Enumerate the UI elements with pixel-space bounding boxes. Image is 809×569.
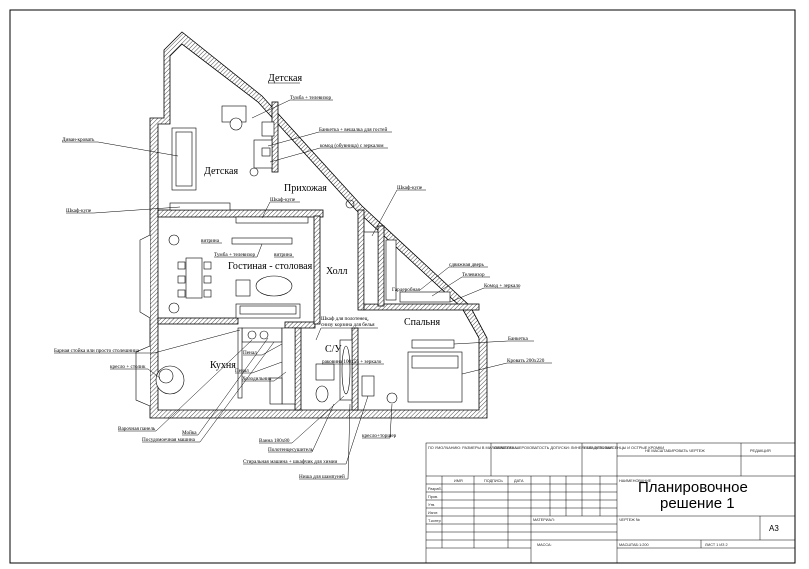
note-shkaf-kupe-center: Шкаф-купе	[270, 196, 296, 203]
bay-window-kitchen	[135, 345, 151, 407]
note-vitrina-left: витрина	[201, 238, 220, 244]
note-komod: комод (обувница) с зеркалом	[320, 142, 384, 149]
tb-obrabotka: ОБРАБОТКА:	[494, 446, 518, 450]
tb-scale: МАСШТАБ:1:200	[619, 543, 649, 547]
tb-row-izg: Изгот.	[428, 511, 438, 515]
note-banketka: Банкетка	[508, 336, 528, 342]
note-tumba-tv-living: Тумба + телевизор	[214, 251, 255, 258]
room-label-gostinaya: Гостиная - столовая	[228, 261, 313, 272]
note-varochnaya: Варочная панель	[118, 426, 156, 432]
note-divan: Диван-кровать	[62, 137, 95, 143]
title-block: ПО УМОЛЧАНИЮ: РАЗМЕРЫ В МИЛЛИМЕТРАХ ШЕРО…	[425, 442, 796, 564]
drawing-title-line2: решение 1	[660, 495, 735, 512]
annotations: Тумба + телевизор Банкетка + вешалка для…	[54, 94, 552, 480]
tb-format: A3	[769, 524, 779, 533]
note-garderobnaya: Гардеробная	[392, 286, 421, 293]
sheet-frame	[9, 9, 796, 564]
note-moyka: Мойка	[182, 429, 197, 436]
room-label-holl: Холл	[326, 266, 347, 277]
note-vanna: Ванна 180х80	[259, 438, 290, 444]
note-vitrina-right: витрина	[274, 252, 293, 258]
note-rakovina: раковина 100х55 + зеркало	[322, 359, 382, 365]
note-kreslo-torsher: кресло+торшер	[362, 433, 397, 439]
room-label-detskaya: Детская	[204, 166, 238, 177]
note-penal-2: Пенал	[235, 368, 249, 374]
room-label-su: С/У	[325, 344, 342, 355]
tb-note-sizes: ПО УМОЛЧАНИЮ: РАЗМЕРЫ В МИЛЛИМЕТРАХ ШЕРО…	[428, 446, 614, 450]
note-komod-zerkalo: Комод + зеркало	[484, 283, 521, 289]
note-holodilnik: Холодильник	[242, 376, 272, 382]
note-posudomoechnaya: Посудомоечная машина	[142, 437, 196, 443]
note-sdvizhnaya: сдвижная дверь	[449, 262, 484, 268]
tb-sheet: ЛИСТ 1 ИЗ 2	[705, 543, 728, 547]
room-label-kuhnya: Кухня	[210, 360, 236, 371]
tb-col-date: ДАТА	[514, 479, 524, 483]
room-label-detskaya-top: Детская	[268, 73, 302, 84]
note-shkaf-kupe-left: Шкаф-купе	[66, 207, 92, 214]
note-tumba-tv-top: Тумба + телевизор	[290, 94, 331, 101]
note-nisha: Ниша для шампуней	[299, 473, 345, 480]
tb-row-utv: Утв.	[428, 503, 435, 507]
interior-walls	[157, 101, 480, 411]
tb-col-sign: ПОДПИСЬ	[484, 479, 503, 483]
tb-naimenovanie: НАИМЕНОВАНИЕ	[619, 479, 652, 483]
note-shkaf-kupe-right: Шкаф-купе	[397, 184, 423, 191]
tb-row-razrab: Разраб.	[428, 487, 442, 491]
bay-window-living	[139, 234, 151, 319]
note-televizor: Телевизор	[462, 272, 485, 278]
note-shkaf-polotenca: Шкаф для полотенец,снизу корзина для бел…	[321, 315, 375, 328]
tb-row-tkontr: Т.контр	[428, 519, 441, 523]
room-label-prihozhaya: Прихожая	[284, 183, 327, 194]
room-label-spalnya: Спальня	[404, 317, 440, 328]
tb-revision: РЕДАКЦИЯ	[750, 449, 771, 453]
note-stiralnaya: Стиральная машина + шкафчик для химии	[243, 458, 338, 465]
furniture	[155, 105, 463, 405]
tb-sgladit: СГЛАДИТЬ ЗАУСЕНЦЫ И ОСТРЫЕ КРОМКИ	[584, 446, 664, 450]
note-penal-1: Пенал	[243, 350, 257, 356]
tb-drawing-no: ЧЕРТЕЖ №	[619, 518, 640, 522]
tb-row-prov: Пров.	[428, 495, 438, 499]
note-banketka-gost: Банкетка + вешалка для гостей	[319, 126, 387, 133]
tb-material: МАТЕРИАЛ:	[533, 518, 555, 522]
note-krovat: Кровать 200х220	[507, 358, 545, 364]
note-barnaya: Барная стойка или просто столешница	[54, 347, 140, 354]
tb-massa: МАССА:	[537, 543, 552, 547]
note-kreslo-stolik: кресло + столик	[110, 364, 146, 370]
tb-no-scale: НЕ МАСШТАБИРОВАТЬ ЧЕРТЕЖ	[645, 449, 705, 453]
drawing-title-line1: Планировочное	[638, 479, 748, 496]
tb-col-name: ИМЯ	[454, 479, 463, 483]
floor-plan: Детская Детская Прихожая Гостиная - стол…	[135, 31, 488, 419]
note-polotencesushitel: Полотенцесушитель	[268, 447, 314, 453]
